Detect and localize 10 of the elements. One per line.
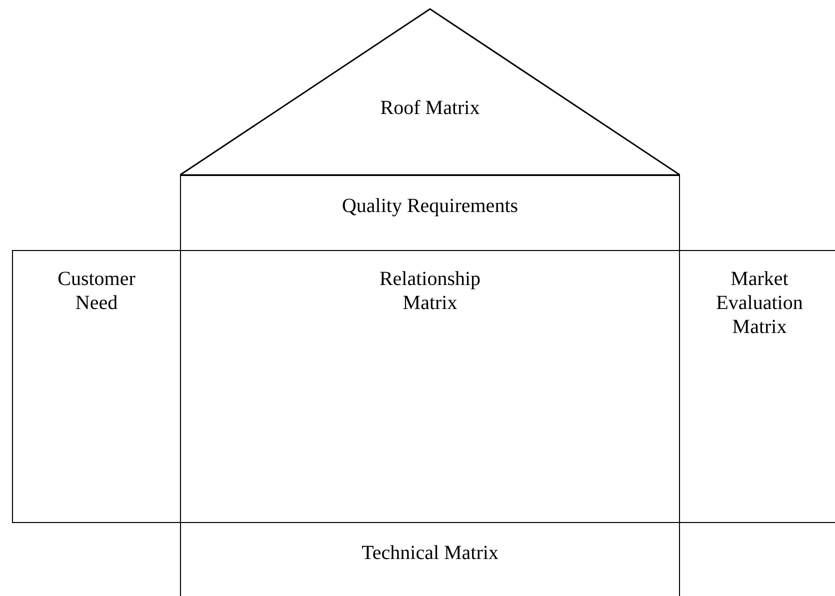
section-label: Market Evaluation Matrix [715,267,804,339]
section-label: Roof Matrix [380,96,480,120]
section-label: Relationship Matrix [378,267,482,315]
quality-box [180,175,680,251]
market-box [679,250,835,523]
section-label: Customer Need [56,267,136,315]
technical-box [180,522,680,596]
customer-box [12,250,181,523]
section-label: Quality Requirements [342,194,518,218]
section-label: Technical Matrix [362,541,498,565]
